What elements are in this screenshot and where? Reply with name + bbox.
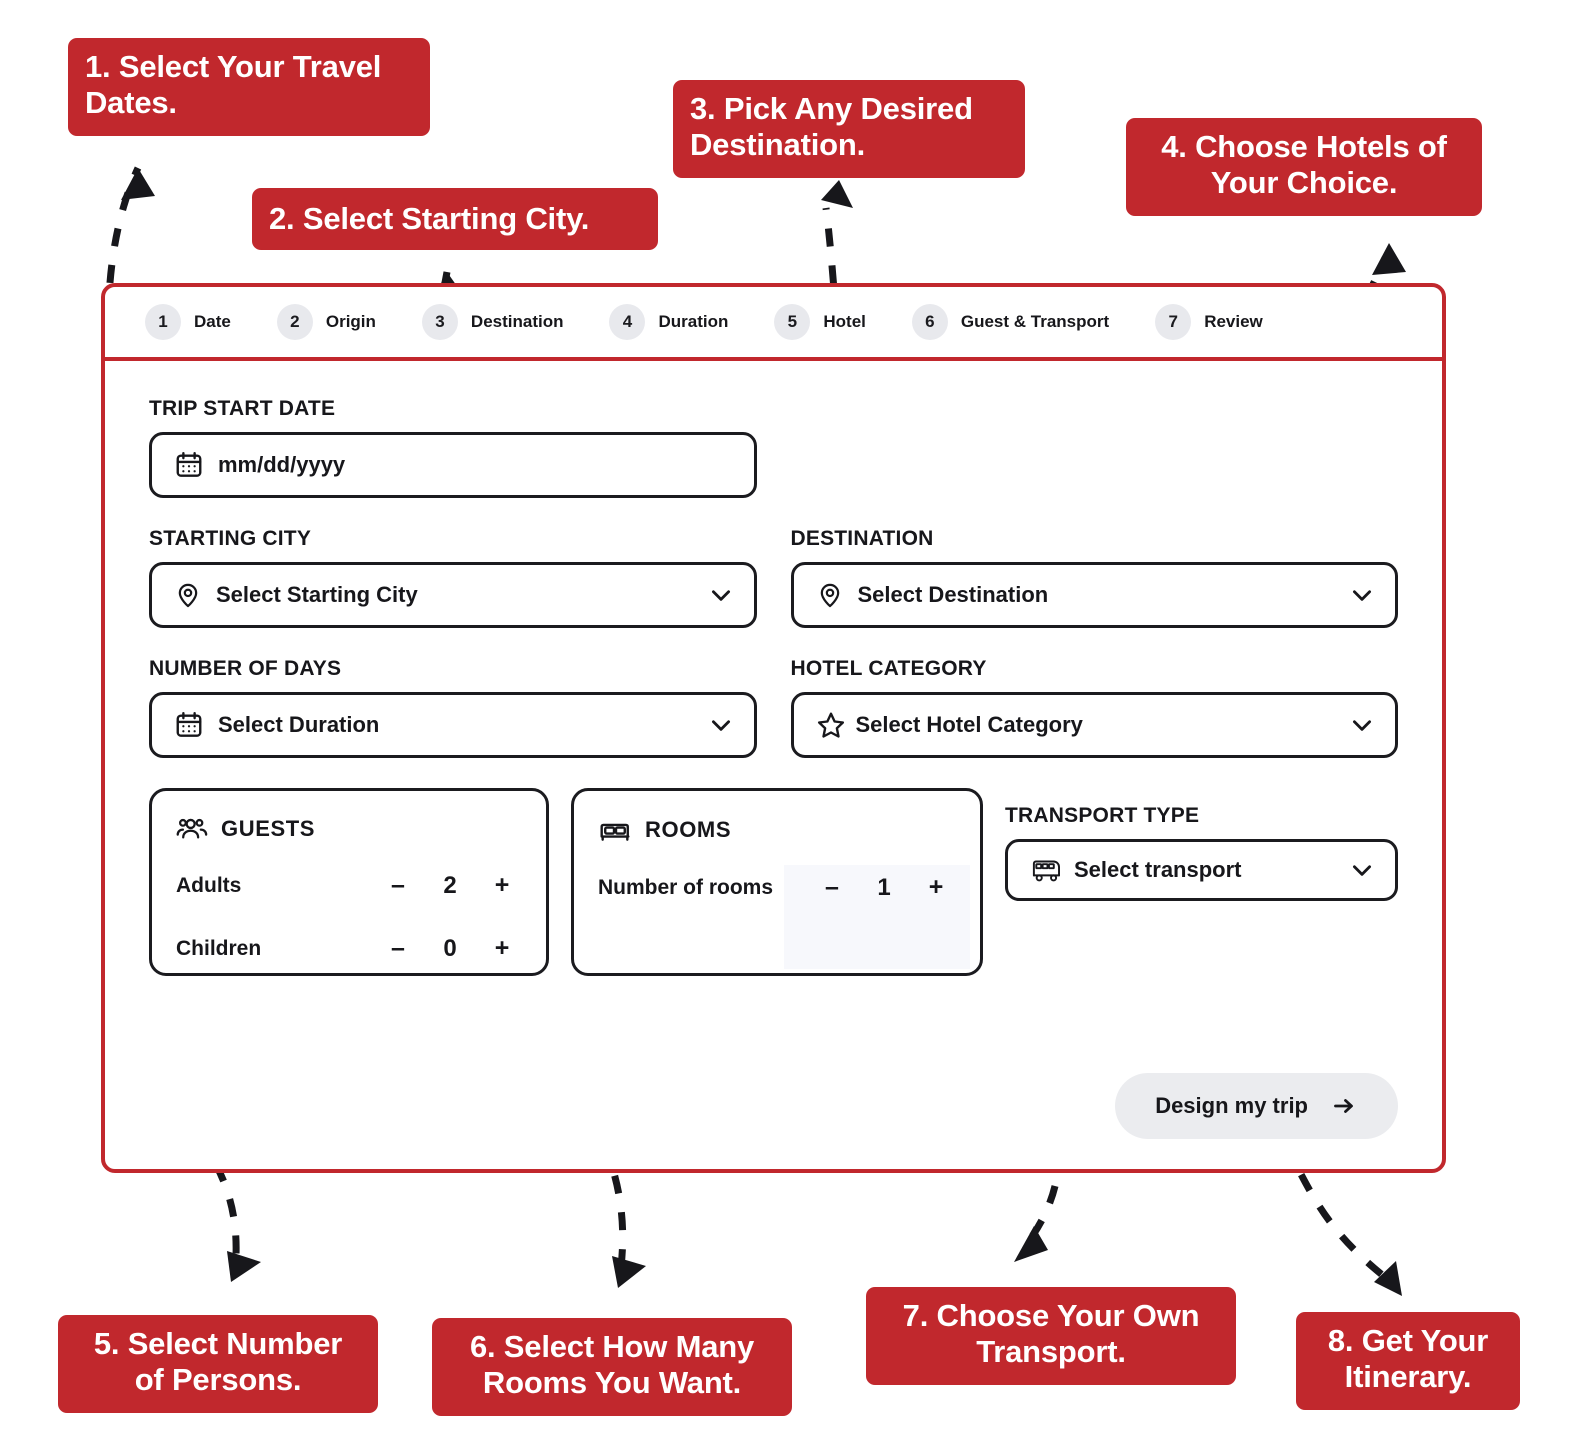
adults-value: 2 [443,871,457,899]
hotel-category-placeholder: Select Hotel Category [855,712,1083,737]
stepper-step-origin[interactable]: 2 Origin [276,304,376,340]
hotel-category-field: HOTEL CATEGORY Select Hotel Category [790,657,1398,758]
destination-placeholder: Select Destination [857,582,1049,607]
people-icon [176,818,208,839]
step-label: Date [194,312,231,331]
starting-city-field: STARTING CITY Select Starting City [149,527,757,628]
adults-increment-button[interactable]: + [494,871,510,899]
step-number: 2 [276,304,313,340]
step-progress-bar: 1 Date 2 Origin 3 Destination 4 Duration… [105,287,1442,361]
arrow-right-icon [1334,1099,1353,1113]
hotel-category-select[interactable]: Select Hotel Category [790,692,1398,758]
children-label: Children [176,936,262,960]
arrow-head-8 [1374,1261,1402,1296]
callout-5: 5. Select Number of Persons. [58,1315,378,1413]
guests-adults-row: Adults – 2 + [176,871,524,900]
chevron-down-icon[interactable] [1349,857,1375,883]
trip-start-date-placeholder: mm/dd/yyyy [218,452,346,477]
children-increment-button[interactable]: + [494,934,510,962]
form-body: TRIP START DATE mm/dd/yyyy [105,361,1442,1173]
callout-1: 1. Select Your Travel Dates. [68,38,430,136]
calendar-icon [176,451,202,477]
stepper-step-destination[interactable]: 3 Destination [421,304,564,340]
number-of-days-field: NUMBER OF DAYS Select Duration [149,657,757,758]
starting-city-label: STARTING CITY [149,527,312,550]
number-of-days-placeholder: Select Duration [218,712,380,737]
callout-3: 3. Pick Any Desired Destination. [673,80,1025,178]
step-label: Review [1204,312,1263,331]
chevron-down-icon[interactable] [708,582,734,608]
rooms-stepper-highlight [784,865,970,969]
design-my-trip-button[interactable]: Design my trip [1115,1073,1398,1139]
number-of-days-select[interactable]: Select Duration [149,692,757,758]
rooms-increment-button[interactable]: + [928,873,944,901]
step-number: 3 [421,304,458,340]
trip-planner-card: 1 Date 2 Origin 3 Destination 4 Duration… [101,283,1446,1173]
arrow-head-4 [1372,243,1406,275]
callout-6: 6. Select How Many Rooms You Want. [432,1318,792,1416]
step-number: 5 [774,304,811,340]
arrow-head-1 [121,168,155,200]
number-of-rooms-label: Number of rooms [598,875,774,899]
map-pin-icon [178,583,198,608]
rooms-decrement-button[interactable]: – [825,873,839,901]
starting-city-placeholder: Select Starting City [216,582,418,607]
transport-type-select[interactable]: Select transport [1005,839,1398,901]
children-value: 0 [443,934,457,962]
chevron-down-icon[interactable] [708,712,734,738]
destination-select[interactable]: Select Destination [790,562,1398,628]
bed-icon [600,823,630,841]
rooms-value: 1 [877,873,891,901]
rooms-card: ROOMS Number of rooms – 1 + [571,788,983,976]
step-number: 1 [145,304,181,340]
guests-card: GUESTS Adults – 2 + Children [149,788,549,976]
bus-icon [1032,860,1060,882]
transport-type-placeholder: Select transport [1074,857,1242,882]
step-label: Origin [325,312,376,331]
stepper-step-hotel[interactable]: 5 Hotel [774,304,866,340]
number-of-days-label: NUMBER OF DAYS [149,657,342,680]
step-number: 4 [609,304,646,340]
stepper-step-guest-transport[interactable]: 6 Guest & Transport [911,304,1110,340]
arrow-head-6 [612,1256,646,1288]
arrow-head-5 [227,1251,261,1282]
step-number: 6 [911,304,948,340]
transport-type-label: TRANSPORT TYPE [1005,804,1200,827]
destination-field: DESTINATION Select Destination [790,527,1398,628]
stepper-step-review[interactable]: 7 Review [1155,304,1263,340]
calendar-icon [176,711,202,737]
star-icon [817,712,844,738]
rooms-count-row: Number of rooms – 1 + [598,873,958,902]
hotel-category-label: HOTEL CATEGORY [790,657,987,680]
chevron-down-icon[interactable] [1349,582,1375,608]
rooms-title: ROOMS [645,817,732,842]
step-label: Guest & Transport [960,312,1110,331]
arrow-head-3 [821,180,853,208]
step-number: 7 [1155,304,1192,340]
trip-start-date-input[interactable]: mm/dd/yyyy [149,432,757,498]
children-decrement-button[interactable]: – [391,934,405,962]
callout-8: 8. Get Your Itinerary. [1296,1312,1520,1410]
adults-decrement-button[interactable]: – [391,871,405,899]
step-label: Hotel [823,312,866,331]
stepper-step-duration[interactable]: 4 Duration [609,304,728,340]
starting-city-select[interactable]: Select Starting City [149,562,757,628]
stepper-step-date[interactable]: 1 Date [145,304,231,340]
design-my-trip-label: Design my trip [1155,1093,1308,1118]
trip-start-date-label: TRIP START DATE [149,397,336,420]
chevron-down-icon[interactable] [1349,712,1375,738]
destination-label: DESTINATION [790,527,934,550]
adults-label: Adults [176,873,242,897]
map-pin-icon [820,583,839,608]
step-label: Duration [658,312,729,331]
callout-7: 7. Choose Your Own Transport. [866,1287,1236,1385]
guests-children-row: Children – 0 + [176,934,524,963]
step-label: Destination [470,312,564,331]
callout-2: 2. Select Starting City. [252,188,658,251]
callout-4: 4. Choose Hotels of Your Choice. [1126,118,1482,216]
arrow-head-7 [1014,1226,1048,1262]
guests-title: GUESTS [221,816,316,841]
